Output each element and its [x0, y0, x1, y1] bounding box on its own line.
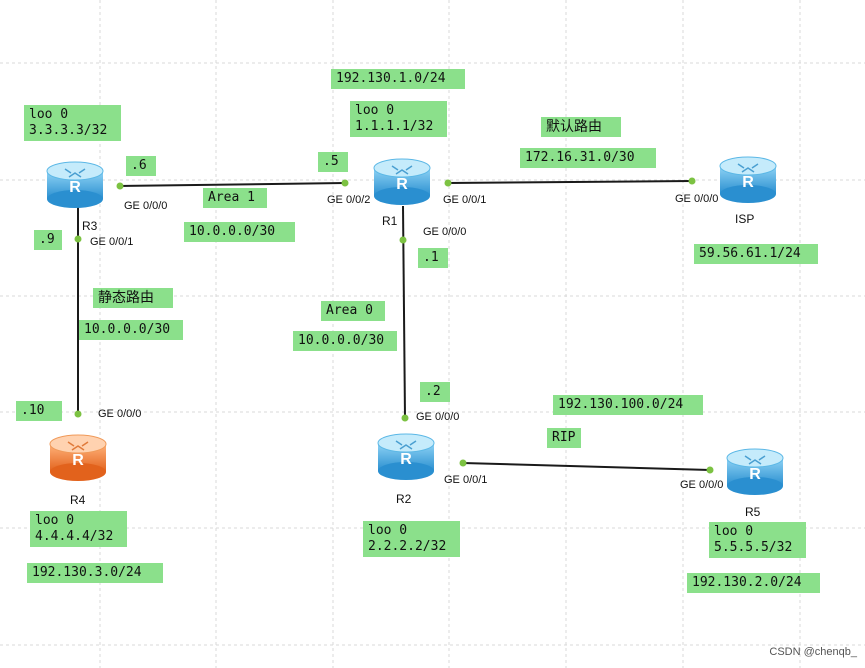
port-label-r1-ge000: GE 0/0/0	[423, 226, 467, 238]
r1-r2-host-r1: .1	[418, 248, 448, 268]
router-r3-name: R3	[82, 219, 98, 233]
static-route-label: 静态路由	[93, 288, 173, 308]
r1-r2-host-r2: .2	[420, 382, 450, 402]
port-label-r4-ge000: GE 0/0/0	[98, 408, 142, 420]
port-dot-r3-ge001[interactable]	[74, 235, 82, 243]
r3-r4-host-r3: .9	[34, 230, 62, 250]
router-r1-icon[interactable]	[373, 158, 431, 206]
r3-r4-host-r4: .10	[16, 401, 62, 421]
router-r5-name: R5	[745, 505, 761, 519]
router-r2-name: R2	[396, 492, 412, 506]
r3-r4-subnet-label: 10.0.0.0/30	[79, 320, 183, 340]
link-r1-isp	[447, 180, 693, 184]
port-dot-r3-ge000[interactable]	[116, 182, 124, 190]
link-r2-r5	[462, 462, 711, 471]
port-label-r3-ge000: GE 0/0/0	[124, 200, 168, 212]
r3-r1-host-r3: .6	[126, 156, 156, 176]
router-r4-name: R4	[70, 493, 86, 507]
port-dot-r4-ge000[interactable]	[74, 410, 82, 418]
r5-loopback-label: loo 0 5.5.5.5/32	[709, 522, 806, 558]
isp-net-label: 59.56.61.1/24	[694, 244, 818, 264]
port-label-r1-ge002: GE 0/0/2	[327, 194, 371, 206]
router-isp-name: ISP	[735, 212, 755, 226]
r4-lan-label: 192.130.3.0/24	[27, 563, 163, 583]
r3-r1-host-r1: .5	[318, 152, 348, 172]
port-dot-r5-ge000[interactable]	[706, 466, 714, 474]
port-label-r2-ge001: GE 0/0/1	[444, 474, 488, 486]
default-route-label: 默认路由	[541, 117, 621, 137]
r1-lan-label: 192.130.1.0/24	[331, 69, 465, 89]
port-label-r5-ge000: GE 0/0/0	[680, 479, 724, 491]
r3-loopback-label: loo 0 3.3.3.3/32	[24, 105, 121, 141]
r1-r2-subnet-label: 10.0.0.0/30	[293, 331, 397, 351]
router-r5-icon[interactable]	[726, 448, 784, 496]
r5-lan-label: 192.130.2.0/24	[687, 573, 820, 593]
port-label-isp-ge000: GE 0/0/0	[675, 193, 719, 205]
rip-label: RIP	[547, 428, 581, 448]
r2-loopback-label: loo 0 2.2.2.2/32	[363, 521, 460, 557]
router-r1-name: R1	[382, 214, 398, 228]
port-dot-r2-ge001[interactable]	[459, 459, 467, 467]
area0-label: Area 0	[321, 301, 385, 321]
port-dot-r2-ge000[interactable]	[401, 414, 409, 422]
r2-r5-subnet-label: 192.130.100.0/24	[553, 395, 703, 415]
router-r4-icon[interactable]	[49, 434, 107, 482]
r3-r1-subnet-label: 10.0.0.0/30	[184, 222, 295, 242]
port-label-r1-ge001: GE 0/0/1	[443, 194, 487, 206]
port-label-r3-ge001: GE 0/0/1	[90, 236, 134, 248]
r4-loopback-label: loo 0 4.4.4.4/32	[30, 511, 127, 547]
watermark: CSDN @chenqb_	[769, 646, 857, 658]
area1-label: Area 1	[203, 188, 267, 208]
link-r3-r1	[119, 182, 346, 187]
router-r3-icon[interactable]	[46, 161, 104, 209]
port-dot-r1-ge000[interactable]	[399, 236, 407, 244]
r1-isp-subnet-label: 172.16.31.0/30	[520, 148, 656, 168]
port-dot-r1-ge002[interactable]	[341, 179, 349, 187]
router-isp-icon[interactable]	[719, 156, 777, 204]
router-r2-icon[interactable]	[377, 433, 435, 481]
port-dot-isp-ge000[interactable]	[688, 177, 696, 185]
r1-loopback-label: loo 0 1.1.1.1/32	[350, 101, 447, 137]
port-dot-r1-ge001[interactable]	[444, 179, 452, 187]
port-label-r2-ge000: GE 0/0/0	[416, 411, 460, 423]
